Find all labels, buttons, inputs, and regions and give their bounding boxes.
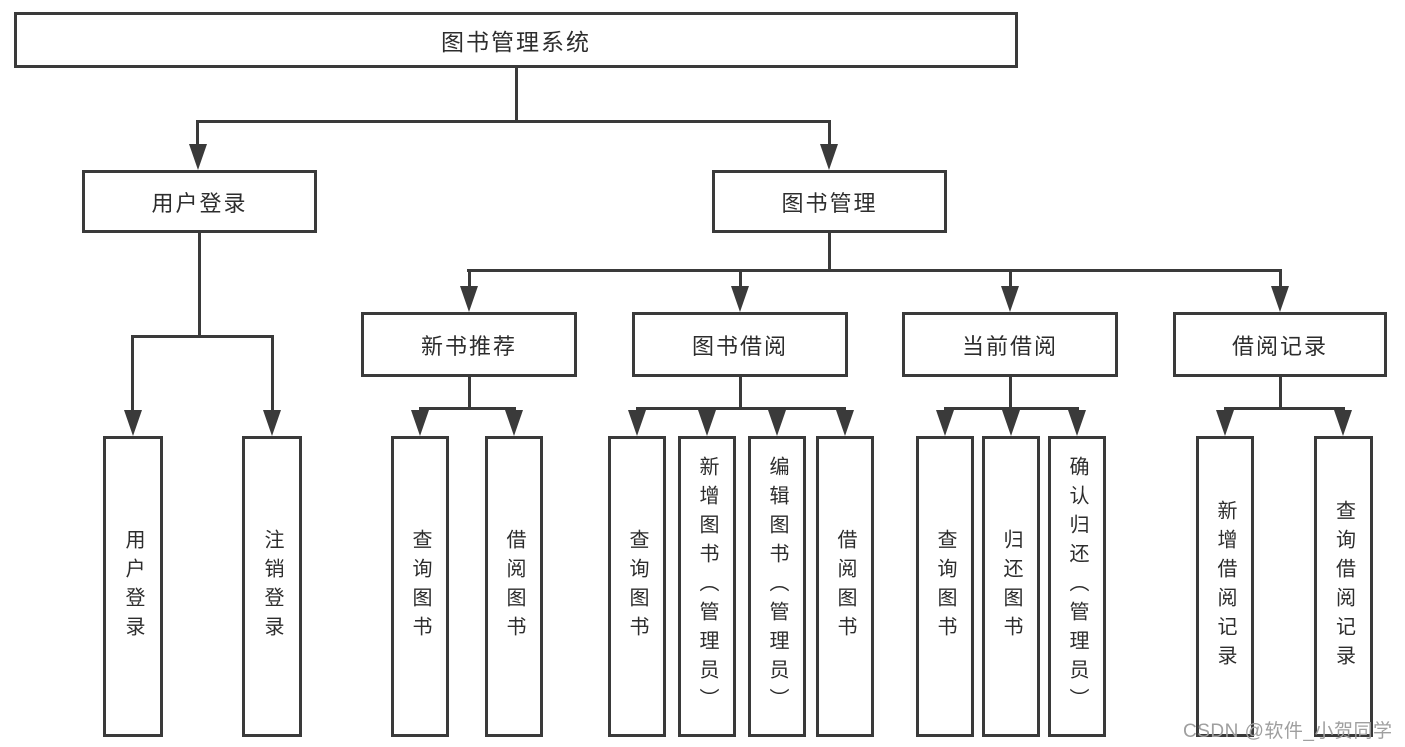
leaf-label: 查询图书 xyxy=(409,528,431,645)
node-library-management-system: 图书管理系统 xyxy=(14,12,1018,68)
leaf-label: 新增借阅记录 xyxy=(1214,499,1236,674)
arrowhead-down-icon xyxy=(936,410,954,436)
connector-line xyxy=(196,120,199,148)
connector-line xyxy=(131,335,274,338)
arrowhead-down-icon xyxy=(1068,410,1086,436)
arrowhead-down-icon xyxy=(189,144,207,170)
leaf-label: 查询借阅记录 xyxy=(1332,499,1355,674)
connector-line xyxy=(636,407,846,410)
leaf-edit-book-admin: 编辑图书（管理员） xyxy=(748,436,806,737)
arrowhead-down-icon xyxy=(768,410,786,436)
connector-line xyxy=(196,120,831,123)
connector-line xyxy=(1009,377,1012,407)
node-book-management: 图书管理 xyxy=(712,170,947,233)
connector-line xyxy=(828,233,831,269)
leaf-query-books-borrow: 查询图书 xyxy=(608,436,666,737)
node-user-login: 用户登录 xyxy=(82,170,317,233)
connector-line xyxy=(468,377,471,407)
node-new-book-recommend: 新书推荐 xyxy=(361,312,577,377)
leaf-logout: 注销登录 xyxy=(242,436,302,737)
leaf-add-borrow-record: 新增借阅记录 xyxy=(1196,436,1254,737)
connector-line xyxy=(467,269,1282,272)
arrowhead-down-icon xyxy=(411,410,429,436)
node-label: 图书管理 xyxy=(781,190,878,216)
node-label: 用户登录 xyxy=(151,190,248,216)
leaf-query-borrow-record: 查询借阅记录 xyxy=(1314,436,1373,737)
connector-line xyxy=(739,377,742,407)
leaf-add-book-admin: 新增图书（管理员） xyxy=(678,436,736,737)
arrowhead-down-icon xyxy=(836,410,854,436)
leaf-label: 编辑图书（管理员） xyxy=(766,456,788,717)
leaf-query-books-recommend: 查询图书 xyxy=(391,436,449,737)
node-label: 当前借阅 xyxy=(961,333,1058,359)
leaf-user-login: 用户登录 xyxy=(103,436,163,737)
connector-line xyxy=(515,68,518,120)
connector-line xyxy=(1279,377,1282,407)
leaf-return-book: 归还图书 xyxy=(982,436,1040,737)
connector-line xyxy=(828,120,831,148)
leaf-label: 查询图书 xyxy=(626,528,648,645)
leaf-label: 注销登录 xyxy=(261,528,283,645)
node-label: 借阅记录 xyxy=(1231,333,1328,359)
arrowhead-down-icon xyxy=(263,410,281,436)
arrowhead-down-icon xyxy=(628,410,646,436)
arrowhead-down-icon xyxy=(505,410,523,436)
leaf-label: 用户登录 xyxy=(122,528,144,645)
node-book-borrow: 图书借阅 xyxy=(632,312,848,377)
leaf-confirm-return-admin: 确认归还（管理员） xyxy=(1048,436,1106,737)
connector-line xyxy=(739,269,742,289)
node-label: 新书推荐 xyxy=(420,333,517,359)
leaf-borrow-books-recommend: 借阅图书 xyxy=(485,436,543,737)
leaf-label: 借阅图书 xyxy=(834,528,856,645)
connector-line xyxy=(468,269,471,289)
connector-line xyxy=(944,407,1079,410)
leaf-query-books-current: 查询图书 xyxy=(916,436,974,737)
connector-line xyxy=(1279,269,1282,289)
arrowhead-down-icon xyxy=(1271,286,1289,312)
arrowhead-down-icon xyxy=(698,410,716,436)
node-borrow-record: 借阅记录 xyxy=(1173,312,1387,377)
leaf-label: 确认归还（管理员） xyxy=(1066,456,1088,717)
node-label: 图书借阅 xyxy=(691,333,788,359)
arrowhead-down-icon xyxy=(124,410,142,436)
connector-line xyxy=(131,335,134,413)
arrowhead-down-icon xyxy=(1001,286,1019,312)
node-current-borrow: 当前借阅 xyxy=(902,312,1118,377)
leaf-label: 归还图书 xyxy=(1000,528,1022,645)
connector-line xyxy=(419,407,516,410)
arrowhead-down-icon xyxy=(820,144,838,170)
node-label: 图书管理系统 xyxy=(441,29,591,55)
connector-line xyxy=(271,335,274,413)
leaf-label: 查询图书 xyxy=(934,528,956,645)
arrowhead-down-icon xyxy=(1334,410,1352,436)
connector-line xyxy=(198,233,201,335)
leaf-label: 新增图书（管理员） xyxy=(696,456,718,717)
leaf-borrow-book: 借阅图书 xyxy=(816,436,874,737)
arrowhead-down-icon xyxy=(1216,410,1234,436)
connector-line xyxy=(1009,269,1012,289)
connector-line xyxy=(1224,407,1345,410)
arrowhead-down-icon xyxy=(1002,410,1020,436)
arrowhead-down-icon xyxy=(460,286,478,312)
csdn-watermark: CSDN @软件_小贺同学 xyxy=(1183,721,1393,742)
leaf-label: 借阅图书 xyxy=(503,528,525,645)
arrowhead-down-icon xyxy=(731,286,749,312)
